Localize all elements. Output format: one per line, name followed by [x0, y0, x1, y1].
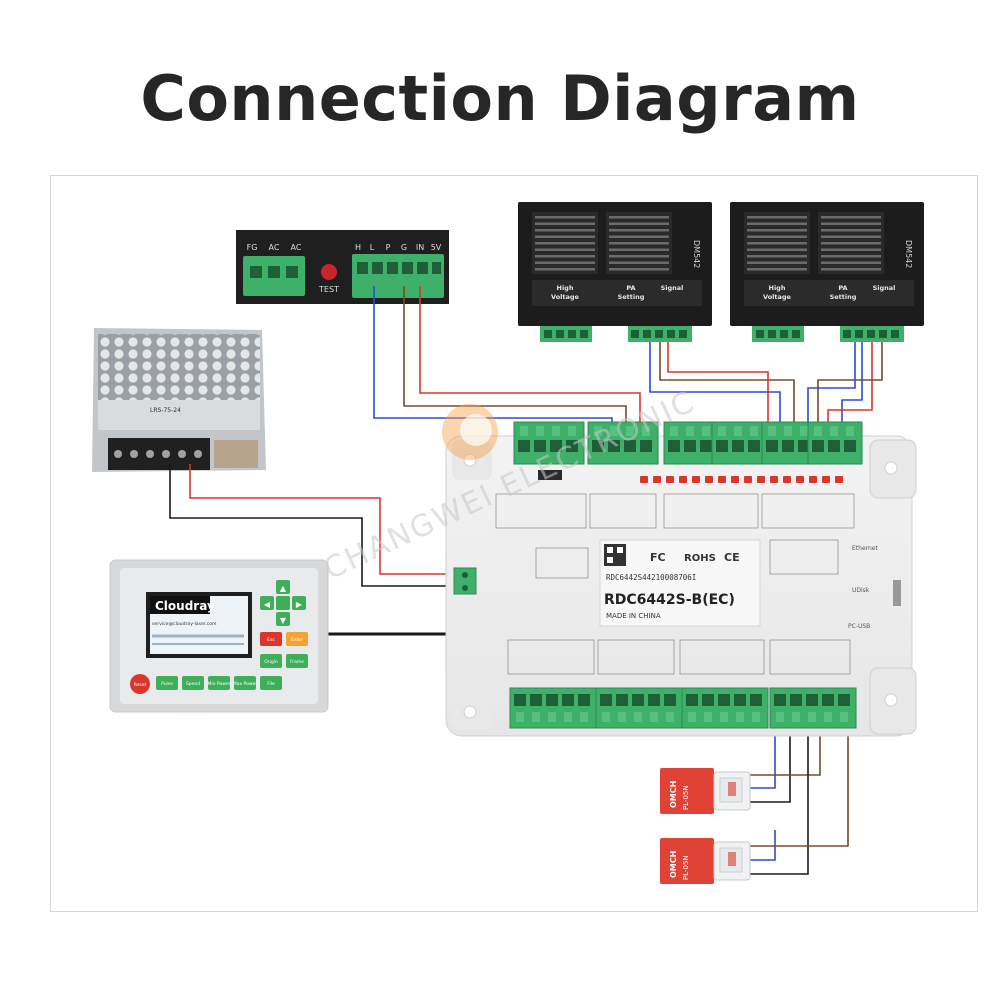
driver-section-label: Signal	[661, 284, 684, 292]
pc-usb-label: PC-USB	[848, 623, 870, 630]
page-title: Connection Diagram	[140, 62, 860, 135]
svg-text:▶: ▶	[296, 600, 303, 609]
status-led	[796, 476, 804, 483]
panel-email: service@cloudray-laser.com	[152, 621, 217, 627]
rohs-mark: ROHS	[684, 553, 716, 564]
center-button[interactable]	[276, 596, 290, 610]
left-arrow-button[interactable]	[260, 596, 274, 610]
driver-section-label: PA	[626, 284, 635, 292]
psu-right-label: IN	[416, 243, 424, 252]
right-arrow-button[interactable]	[292, 596, 306, 610]
made-in-label: MADE IN CHINA	[606, 612, 661, 620]
esc-button[interactable]	[260, 632, 282, 646]
board-serial: RDC6442S44210008706I	[606, 573, 696, 582]
panel-button-label: Max Power	[233, 681, 257, 687]
status-led	[653, 476, 661, 483]
test-button[interactable]	[321, 264, 337, 280]
status-led	[731, 476, 739, 483]
sensor-model: PL-05N	[682, 785, 690, 810]
driver-section-label: Voltage	[763, 293, 792, 301]
panel-button-label: Pulse	[161, 681, 173, 687]
status-led	[718, 476, 726, 483]
driver-section-label: PA	[838, 284, 847, 292]
pulse-button[interactable]	[156, 676, 178, 690]
limit-sensor: OMCH PL-05N	[660, 768, 751, 814]
panel-button-label: Speed	[186, 681, 200, 687]
status-led	[822, 476, 830, 483]
udisk-port[interactable]	[893, 580, 901, 606]
status-led	[809, 476, 817, 483]
psu-left-label: FG	[247, 243, 258, 252]
status-led	[666, 476, 674, 483]
panel-button-label: Reset	[134, 682, 147, 688]
status-led	[770, 476, 778, 483]
fc-mark: FC	[650, 551, 666, 564]
panel-button-label: Enter	[291, 637, 303, 643]
status-led	[705, 476, 713, 483]
panel-button-label: Min Power	[207, 681, 230, 687]
status-led	[783, 476, 791, 483]
ce-mark: CE	[724, 551, 740, 564]
status-led	[757, 476, 765, 483]
max-power-button[interactable]	[234, 676, 256, 690]
limit-sensor: OMCH PL-05N	[660, 838, 751, 884]
panel-button-label: Frame	[290, 659, 304, 665]
ethernet-label: Ethernet	[852, 545, 878, 552]
svg-text:▲: ▲	[280, 584, 287, 593]
speed-button[interactable]	[182, 676, 204, 690]
panel-brand: Cloudray	[155, 599, 215, 613]
status-led	[692, 476, 700, 483]
panel-button-label: Origin	[264, 659, 278, 665]
svg-text:▼: ▼	[280, 616, 287, 625]
sensor-brand: OMCH	[669, 781, 678, 808]
psu-right-label: G	[401, 243, 407, 252]
status-led	[744, 476, 752, 483]
driver-section-label: High	[557, 284, 574, 292]
driver-model: DM542	[692, 240, 701, 268]
board-model: RDC6442S-B(EC)	[604, 592, 735, 608]
frame-button[interactable]	[286, 654, 308, 668]
udisk-label: UDisk	[852, 587, 870, 594]
enter-button[interactable]	[286, 632, 308, 646]
driver-section-label: Signal	[873, 284, 896, 292]
status-led	[640, 476, 648, 483]
psu-right-label: 5V	[431, 243, 442, 252]
psu-right-label: H	[355, 243, 361, 252]
driver-section-label: Setting	[830, 293, 857, 301]
status-led	[835, 476, 843, 483]
min-power-button[interactable]	[208, 676, 230, 690]
panel-button-label: File	[267, 681, 275, 687]
controller-board: FC ROHS CE RDC6442S44210008706I RDC6442S…	[319, 384, 917, 737]
down-arrow-button[interactable]	[276, 612, 290, 626]
status-led	[679, 476, 687, 483]
psu-model: LRS-75-24	[150, 407, 181, 414]
psu-left-label: AC	[291, 243, 302, 252]
driver-section-label: Voltage	[551, 293, 580, 301]
up-arrow-button[interactable]	[276, 580, 290, 594]
test-label: TEST	[318, 285, 339, 294]
driver-model: DM542	[904, 240, 913, 268]
file-button[interactable]	[260, 676, 282, 690]
control-panel: Cloudray service@cloudray-laser.com ▲ ◀ ▶ ▼…	[109, 559, 329, 713]
power-supply-24v: LRS-75-24	[92, 328, 266, 472]
sensor-brand: OMCH	[669, 851, 678, 878]
origin-button[interactable]	[260, 654, 282, 668]
psu-right-label: L	[370, 243, 375, 252]
reset-button[interactable]	[130, 674, 150, 694]
psu-left-label: AC	[269, 243, 280, 252]
driver-section-label: Setting	[618, 293, 645, 301]
panel-button-label: Esc	[267, 637, 275, 643]
sensor-model: PL-05N	[682, 855, 690, 880]
psu-right-label: P	[386, 243, 391, 252]
svg-text:◀: ◀	[264, 600, 271, 609]
driver-section-label: High	[769, 284, 786, 292]
